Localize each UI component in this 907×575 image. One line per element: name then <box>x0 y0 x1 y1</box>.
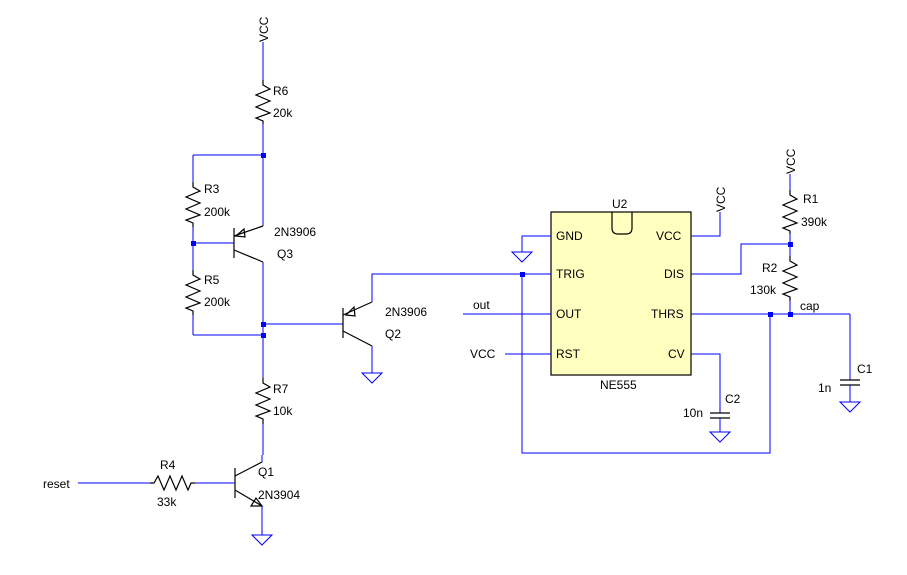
ground-icon-q2 <box>360 372 384 384</box>
u2-model: NE555 <box>600 378 637 392</box>
c1-value: 1n <box>818 381 831 395</box>
pin-cv-label: CV <box>668 347 685 361</box>
junction-q2-base <box>261 322 266 327</box>
r3-value: 200k <box>204 205 231 219</box>
reset-net-label: reset <box>43 477 70 491</box>
q3-ref: Q3 <box>277 247 293 261</box>
cap-net-label: cap <box>800 299 820 313</box>
ground-icon-u2 <box>510 251 534 263</box>
vcc-label-r1: VCC <box>784 148 798 174</box>
c1-capacitor <box>840 314 860 402</box>
junction-cap <box>788 312 793 317</box>
q1-model: 2N3904 <box>258 488 300 502</box>
r7-ref: R7 <box>273 382 289 396</box>
r5-ref: R5 <box>204 273 220 287</box>
q1-transistor <box>234 455 264 535</box>
svg-text:VCC: VCC <box>257 16 271 42</box>
c1-ref: C1 <box>857 362 873 376</box>
vcc-label-u2: VCC <box>714 186 728 212</box>
pin-out-label: OUT <box>556 307 582 321</box>
q2-emitter-wire <box>371 273 522 302</box>
pin-gnd-label: GND <box>556 229 583 243</box>
ground-icon-q1 <box>250 534 274 546</box>
trig-thrs-loop-wire <box>521 274 771 454</box>
q3-transistor <box>233 225 264 263</box>
r3-resistor <box>184 155 202 243</box>
q2-ref: Q2 <box>385 327 401 341</box>
q1-ref: Q1 <box>258 465 274 479</box>
r2-value: 130k <box>750 283 777 297</box>
ground-icon-c2 <box>708 431 732 443</box>
u2-ref: U2 <box>612 197 628 211</box>
r1-resistor <box>781 174 799 244</box>
r3-ref: R3 <box>204 182 220 196</box>
pin-thrs-label: THRS <box>651 307 684 321</box>
c2-ref: C2 <box>725 392 741 406</box>
pin-dis-label: DIS <box>664 267 684 281</box>
c2-value: 10n <box>683 406 703 420</box>
ne555-chip <box>550 211 692 376</box>
vcc-label-rst: VCC <box>470 347 496 361</box>
r2-resistor <box>781 244 799 314</box>
pin-rst-label: RST <box>556 347 581 361</box>
r6-value: 20k <box>273 106 293 120</box>
r5-value: 200k <box>204 295 231 309</box>
out-net-label: out <box>473 298 490 312</box>
ground-icon-c1 <box>838 401 862 413</box>
r7-value: 10k <box>273 404 293 418</box>
cv-pin-wire <box>691 353 721 413</box>
r7-resistor <box>254 335 272 455</box>
gnd-pin-wire <box>521 235 551 252</box>
q2-transistor <box>342 301 373 347</box>
dis-pin-wire <box>691 243 790 275</box>
junction-thrs <box>768 312 773 317</box>
r4-resistor <box>150 474 195 492</box>
q3-model: 2N3906 <box>274 225 316 239</box>
pin-vcc-label: VCC <box>656 229 682 243</box>
vcc-label-r6: VCC <box>257 16 271 42</box>
pin-trig-label: TRIG <box>556 267 585 281</box>
c2-capacitor <box>710 412 730 432</box>
r4-ref: R4 <box>160 458 176 472</box>
q2-model: 2N3906 <box>385 305 427 319</box>
r1-value: 390k <box>801 215 828 229</box>
r5-resistor <box>184 243 202 335</box>
r4-value: 33k <box>157 495 177 509</box>
r1-ref: R1 <box>803 192 819 206</box>
r6-ref: R6 <box>273 84 289 98</box>
vcc-pin-wire <box>691 212 721 237</box>
r6-resistor <box>254 42 272 155</box>
r2-ref: R2 <box>762 261 778 275</box>
